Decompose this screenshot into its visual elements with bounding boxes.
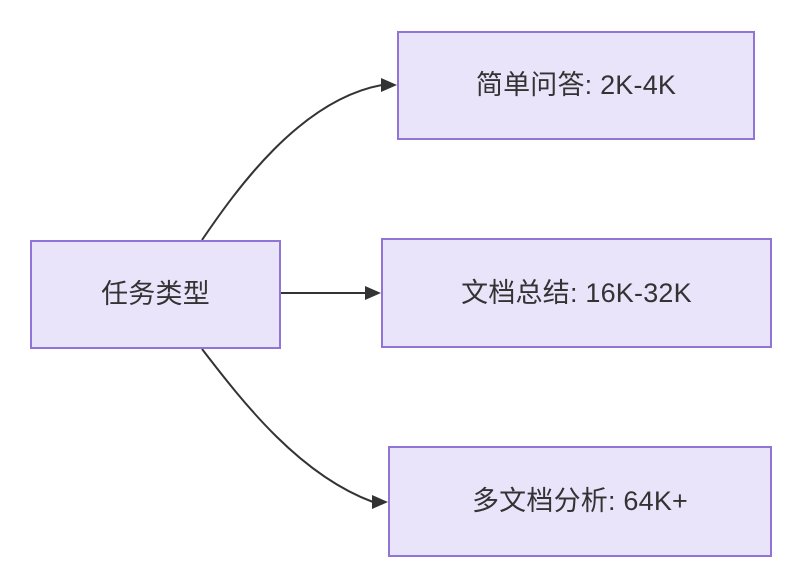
node-multi-doc-label: 多文档分析: 64K+ — [471, 486, 688, 517]
node-simple-qa-label: 简单问答: 2K-4K — [475, 70, 677, 101]
node-doc-summary-label: 文档总结: 16K-32K — [461, 277, 692, 308]
edge-source-to-doc-summary — [281, 286, 381, 300]
arrowhead-simple-qa — [381, 78, 397, 92]
node-multi-doc[interactable]: 多文档分析: 64K+ — [388, 446, 772, 557]
node-doc-summary[interactable]: 文档总结: 16K-32K — [381, 238, 772, 348]
edge-source-to-simple-qa — [201, 78, 397, 241]
arrowhead-multi-doc — [372, 495, 388, 509]
node-simple-qa[interactable]: 简单问答: 2K-4K — [397, 31, 755, 140]
edge-source-to-multi-doc — [201, 348, 388, 509]
node-task-type[interactable]: 任务类型 — [30, 240, 281, 349]
arrowhead-doc-summary — [365, 286, 381, 300]
node-task-type-label: 任务类型 — [101, 279, 210, 310]
